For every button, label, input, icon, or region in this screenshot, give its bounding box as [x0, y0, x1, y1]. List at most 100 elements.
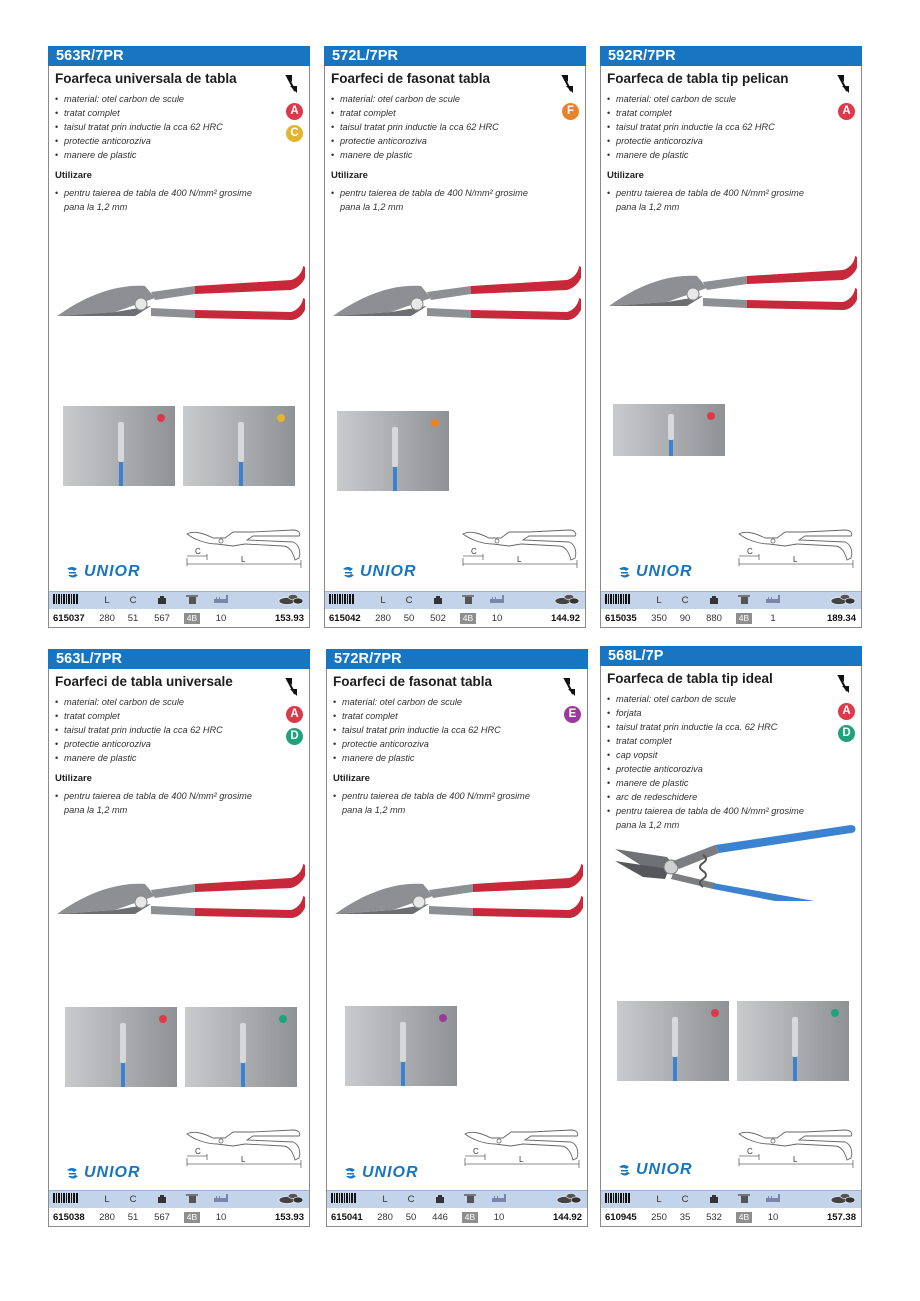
length-value: 350 [651, 612, 667, 624]
spec-header: L C [601, 591, 861, 609]
price-value: 153.93 [274, 1211, 304, 1223]
quantity-icon [214, 1194, 228, 1202]
price-value: 153.93 [274, 612, 304, 624]
feature-item: manere de plastic [55, 148, 223, 162]
brand-name: UNIOR [84, 563, 141, 580]
product-title: Foarfeca universala de tabla [55, 71, 237, 86]
product-image [57, 266, 305, 320]
length-value: 280 [377, 1211, 393, 1223]
cut-type-badge-a: A [838, 703, 855, 720]
box-icon [738, 595, 750, 604]
dimension-diagram: C L [186, 529, 302, 568]
feature-list: material: otel carbon de sculetratat com… [607, 92, 775, 162]
product-image [57, 864, 305, 918]
pack-badge: 4B [459, 612, 477, 624]
weight-value: 502 [430, 612, 446, 624]
product-model: 572L/7PR [324, 46, 586, 66]
quantity-value: 10 [491, 612, 503, 624]
spec-table: L C 610945 250 35 532 4B 10 157.38 [601, 1190, 861, 1226]
spec-row: 615042 280 50 502 4B 10 144.92 [325, 609, 585, 627]
svg-text:L: L [241, 1155, 246, 1164]
box-icon [462, 595, 474, 604]
feature-item: cap vopsit [607, 748, 816, 762]
usage-heading: Utilizare [55, 773, 92, 784]
feature-item: tratat complet [333, 709, 501, 723]
barcode-icon [605, 1193, 630, 1203]
cut-type-dot-d [279, 1015, 287, 1023]
product-image [609, 256, 857, 310]
quantity-value: 10 [215, 1211, 227, 1223]
product-model: 592R/7PR [600, 46, 862, 66]
price-value: 144.92 [550, 612, 580, 624]
pack-badge: 4B [735, 1211, 753, 1223]
barcode-icon [331, 1193, 356, 1203]
product-title: Foarfeca de tabla tip pelican [607, 71, 789, 86]
feature-item: protectie anticoroziva [333, 737, 501, 751]
usage-photo-f [337, 411, 449, 491]
unior-logo-icon [345, 1167, 356, 1178]
brand-logo: UNIOR [65, 563, 141, 581]
weight-icon [710, 596, 718, 604]
cut-type-dot-a [711, 1009, 719, 1017]
product-model: 572R/7PR [326, 649, 588, 669]
product-code: 615037 [53, 612, 85, 624]
price-value: 189.34 [826, 612, 856, 624]
brand-logo: UNIOR [65, 1164, 141, 1182]
usage-photo-a [613, 404, 725, 456]
usage-heading: Utilizare [55, 170, 92, 181]
svg-text:C: C [747, 547, 753, 556]
spec-table: L C 615042 280 50 502 4B 10 144.92 [325, 591, 585, 627]
unior-logo-icon [67, 566, 78, 577]
brand-logo: UNIOR [617, 563, 693, 581]
product-card-572r-7pr: 572R/7PR Foarfeci de fasonat tabla E mat… [326, 649, 588, 1227]
cut-direction-icon [285, 678, 297, 696]
product-title: Foarfeci de tabla universale [55, 674, 233, 689]
product-image [333, 266, 581, 320]
brand-name: UNIOR [362, 1164, 419, 1181]
cut-type-dot-d [831, 1009, 839, 1017]
svg-text:C: C [747, 1147, 753, 1156]
feature-item: material: otel carbon de scule [333, 695, 501, 709]
feature-item: taisul tratat prin inductie la cca 62 HR… [331, 120, 499, 134]
spec-table: L C 615035 350 90 880 4B 1 189.34 [601, 591, 861, 627]
quantity-icon [492, 1194, 506, 1202]
product-model: 563L/7PR [48, 649, 310, 669]
spec-row: 610945 250 35 532 4B 10 157.38 [601, 1208, 861, 1226]
col-cut: C [681, 595, 689, 606]
quantity-value: 1 [770, 612, 776, 624]
cut-direction-icon [837, 75, 849, 93]
col-cut: C [407, 1194, 415, 1205]
col-cut: C [129, 1194, 137, 1205]
feature-item: protectie anticoroziva [607, 762, 816, 776]
usage-photo-a [617, 1001, 729, 1081]
usage-photo-e [345, 1006, 457, 1086]
quantity-value: 10 [493, 1211, 505, 1223]
brand-name: UNIOR [636, 563, 693, 580]
quantity-icon [766, 595, 780, 603]
quantity-value: 10 [215, 612, 227, 624]
svg-text:L: L [793, 555, 798, 564]
cut-type-badges: F [562, 103, 579, 120]
usage-item: pentru taierea de tabla de 400 N/mm² gro… [331, 186, 540, 214]
feature-item: manere de plastic [55, 751, 223, 765]
feature-item: protectie anticoroziva [331, 134, 499, 148]
feature-item: material: otel carbon de scule [55, 92, 223, 106]
dimension-diagram: C L [738, 1129, 854, 1168]
svg-text:L: L [519, 1155, 524, 1164]
svg-text:L: L [241, 555, 246, 564]
feature-item: taisul tratat prin inductie la cca. 62 H… [607, 720, 816, 734]
usage-item: pentru taierea de tabla de 400 N/mm² gro… [55, 789, 264, 817]
coins-icon [278, 594, 304, 605]
cut-type-badge-a: A [286, 103, 303, 120]
product-model: 568L/7P [600, 646, 862, 666]
cut-type-dot-a [157, 414, 165, 422]
unior-logo-icon [67, 1167, 78, 1178]
feature-item: manere de plastic [607, 776, 816, 790]
cut-value: 35 [679, 1211, 691, 1223]
length-value: 280 [375, 612, 391, 624]
svg-text:L: L [517, 555, 522, 564]
feature-item: manere de plastic [333, 751, 501, 765]
feature-list: material: otel carbon de sculetratat com… [333, 695, 501, 765]
